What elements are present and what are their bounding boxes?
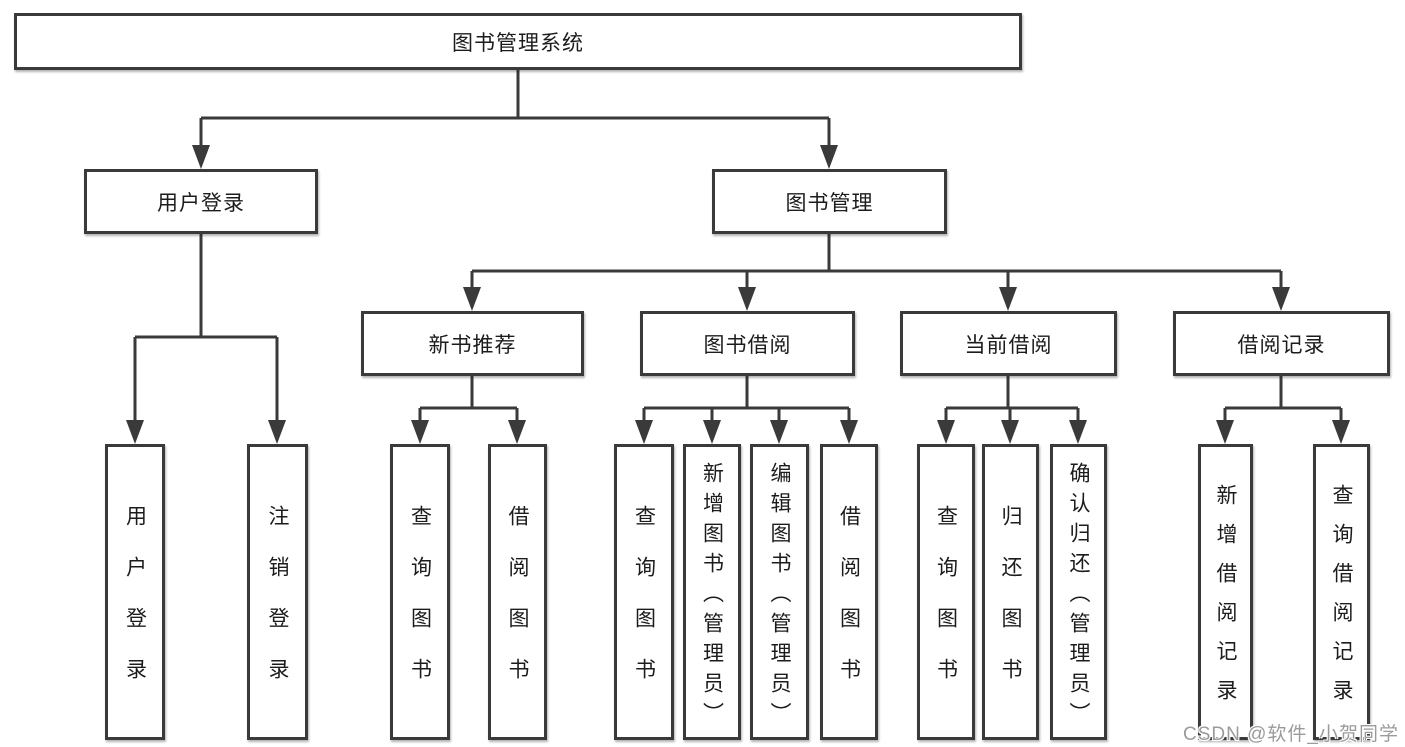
- leaf-borrowing-query-books: 查询图书: [614, 444, 674, 740]
- leaf-return-books-label: 归还图书: [999, 505, 1022, 709]
- leaf-logout: 注销登录: [247, 444, 308, 740]
- csdn-watermark: CSDN @软件_小贺同学: [1183, 724, 1399, 745]
- leaf-logout-label: 注销登录: [266, 505, 289, 709]
- node-user-login: 用户登录: [84, 169, 318, 234]
- leaf-current-query-books: 查询图书: [917, 444, 975, 740]
- node-book-management: 图书管理: [712, 169, 947, 234]
- node-root-system: 图书管理系统: [14, 13, 1022, 70]
- leaf-add-book-admin: 新增图书（管理员）: [683, 444, 741, 740]
- leaf-query-borrow-record-label: 查询借阅记录: [1330, 484, 1353, 718]
- leaf-edit-book-admin-label: 编辑图书（管理员）: [768, 461, 791, 732]
- node-new-book-recommend: 新书推荐: [361, 311, 584, 376]
- leaf-user-login-label: 用户登录: [123, 505, 147, 709]
- leaf-recommend-borrow-books-label: 借阅图书: [506, 505, 529, 709]
- leaf-confirm-return-admin-label: 确认归还（管理员）: [1067, 461, 1090, 732]
- leaf-borrowing-borrow-books-label: 借阅图书: [837, 505, 861, 709]
- leaf-current-query-books-label: 查询图书: [934, 505, 958, 709]
- leaf-add-book-admin-label: 新增图书（管理员）: [700, 461, 724, 732]
- leaf-add-borrow-record: 新增借阅记录: [1198, 444, 1253, 740]
- leaf-confirm-return-admin: 确认归还（管理员）: [1050, 444, 1107, 740]
- node-current-borrowing: 当前借阅: [900, 311, 1117, 376]
- leaf-query-borrow-record: 查询借阅记录: [1313, 444, 1370, 740]
- leaf-add-borrow-record-label: 新增借阅记录: [1214, 484, 1237, 718]
- arrowheads: [126, 145, 1350, 444]
- leaf-recommend-query-books-label: 查询图书: [408, 505, 432, 709]
- leaf-edit-book-admin: 编辑图书（管理员）: [750, 444, 809, 740]
- leaf-recommend-query-books: 查询图书: [390, 444, 450, 740]
- leaf-borrowing-query-books-label: 查询图书: [632, 505, 656, 709]
- leaf-return-books: 归还图书: [982, 444, 1039, 740]
- leaf-recommend-borrow-books: 借阅图书: [488, 444, 547, 740]
- leaf-user-login: 用户登录: [105, 444, 165, 740]
- node-borrowing-records: 借阅记录: [1173, 311, 1390, 376]
- leaf-borrowing-borrow-books: 借阅图书: [820, 444, 878, 740]
- node-book-borrowing: 图书借阅: [640, 311, 855, 376]
